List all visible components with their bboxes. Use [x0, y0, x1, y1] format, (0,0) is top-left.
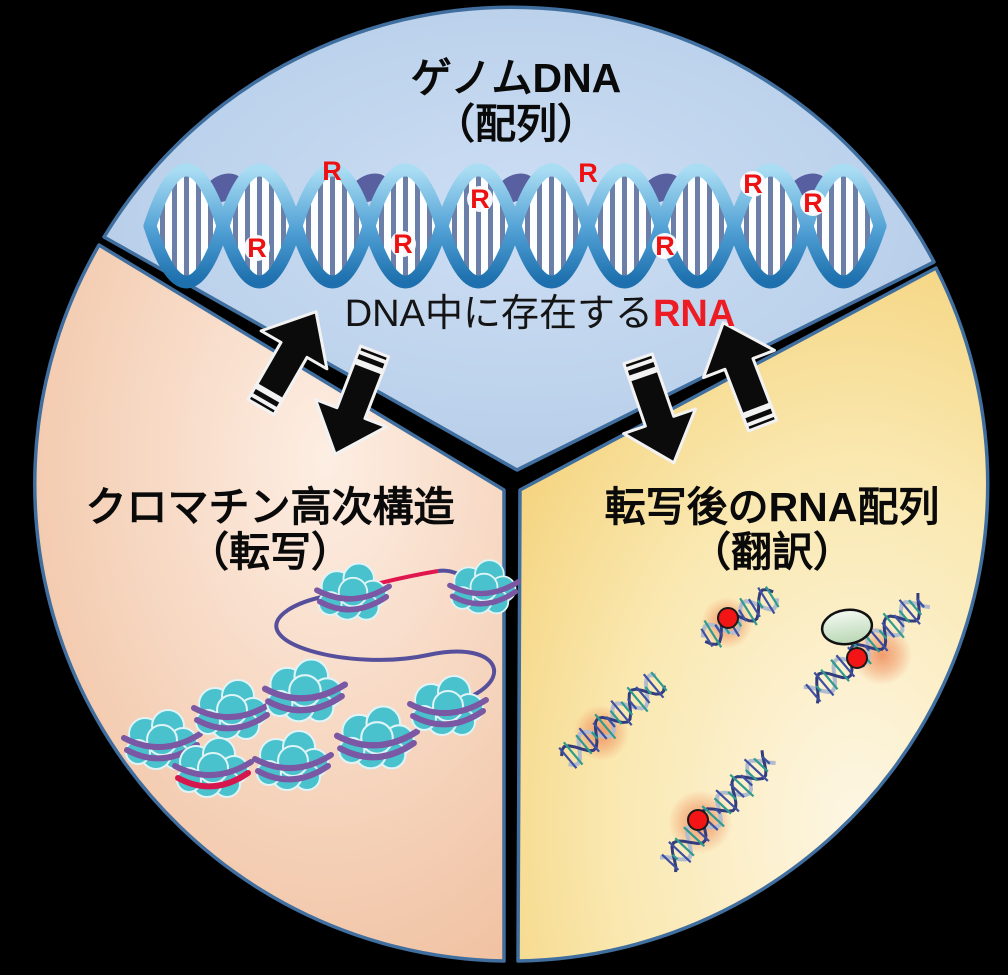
rna-base-tick	[642, 673, 665, 699]
rna-base-tick	[830, 659, 850, 682]
modification-dot	[717, 607, 739, 629]
rna-backbone-dark	[560, 685, 666, 757]
rna-base-tick	[671, 854, 679, 861]
rna-base-tick	[805, 683, 822, 703]
rna-base-tick	[703, 619, 723, 648]
r-marker: R	[655, 231, 675, 261]
rna-base-tick	[882, 612, 905, 639]
rna-base-tick	[558, 746, 578, 769]
rna-base-tick	[650, 671, 668, 692]
rna-strand	[803, 592, 931, 704]
rna-base-tick	[815, 685, 822, 692]
genome-title-line2: （配列）	[434, 101, 598, 147]
genome-caption-rna: RNA	[653, 293, 735, 335]
rna-base-tick	[674, 837, 695, 857]
linker-dna-curve	[274, 591, 497, 707]
rna-base-tick	[626, 686, 649, 713]
r-marker-halo	[800, 190, 826, 216]
rna-base-tick	[916, 597, 925, 608]
r-markers-layer: R R R R R R R R	[244, 156, 826, 263]
genome-caption-prefix: DNA中に存在する	[345, 293, 653, 335]
rna-base-tick	[714, 807, 722, 815]
rna-base-tick	[908, 599, 923, 616]
rna-base-tick	[738, 609, 747, 622]
r-marker-halo	[652, 233, 678, 259]
rna-base-tick	[620, 701, 634, 716]
genome-title-line1: ゲノムDNA	[411, 55, 622, 101]
rna-base-tick	[745, 769, 758, 782]
rna-base-tick	[835, 654, 856, 678]
rna-base-tick	[590, 731, 599, 740]
rna-strand	[558, 671, 668, 769]
chromatin-title-line2: （転写）	[188, 529, 352, 575]
rna-title-line2: （翻訳）	[690, 529, 854, 575]
rna-base-tick	[592, 722, 608, 740]
rna-base-tick	[764, 586, 780, 608]
r-marker-halo	[740, 171, 766, 197]
rna-base-tick	[757, 587, 776, 615]
rna-base-tick	[683, 826, 706, 848]
rna-base-tick	[609, 710, 623, 725]
rna-base-tick	[575, 734, 593, 755]
rna-base-tick	[668, 841, 692, 864]
rna-base-tick	[701, 805, 725, 828]
rna-base-tick	[740, 774, 753, 787]
rna-title-line1: 転写後のRNA配列	[605, 484, 940, 530]
r-marker-halo	[390, 231, 416, 257]
rna-base-tick	[863, 644, 870, 652]
rna-base-tick	[898, 599, 921, 625]
rna-base-tick	[562, 741, 584, 766]
rna-base-tick	[578, 727, 600, 753]
rna-base-tick	[878, 629, 888, 640]
modification-dot	[687, 809, 709, 831]
r-marker: R	[247, 233, 267, 263]
rna-strand	[659, 750, 776, 873]
rna-base-tick	[635, 686, 651, 704]
rna-base-tick	[813, 671, 835, 697]
r-marker: R	[470, 184, 490, 214]
rna-base-tick	[661, 853, 680, 871]
r-marker-halo	[244, 235, 270, 261]
rna-base-tick	[715, 789, 740, 813]
ribosome-ellipse	[820, 608, 874, 646]
r-marker: R	[743, 169, 763, 199]
rna-base-tick	[864, 634, 881, 653]
rna-base-tick	[747, 598, 761, 618]
rna-base-tick	[594, 713, 617, 740]
rna-base-tick	[753, 757, 769, 773]
r-marker: R	[393, 229, 413, 259]
rna-base-tick	[739, 597, 758, 626]
rna-backbone-dark	[704, 588, 774, 646]
rna-base-tick	[627, 698, 638, 710]
rna-base-tick	[610, 700, 633, 726]
rna-base-tick	[714, 624, 724, 637]
rna-base-tick	[713, 797, 732, 815]
rna-strands-illustration	[558, 586, 931, 873]
rna-base-tick	[644, 686, 652, 695]
modification-dot	[846, 647, 868, 669]
rna-base-tick	[881, 621, 896, 638]
rna-base-tick	[820, 668, 839, 690]
sector-chromatin	[33, 243, 506, 963]
rna-base-tick	[729, 783, 745, 798]
rna-base-tick	[727, 791, 738, 801]
rna-base-tick	[700, 628, 714, 648]
chromatin-title-line1: クロマチン高次構造	[86, 484, 455, 530]
r-marker: R	[578, 158, 598, 188]
r-marker: R	[322, 156, 342, 186]
r-marker: R	[803, 188, 823, 218]
rna-base-tick	[760, 755, 771, 765]
chromatin-illustration	[124, 560, 518, 797]
rna-base-tick	[757, 599, 764, 609]
rna-base-tick	[743, 758, 769, 782]
rna-base-tick	[893, 614, 905, 628]
rna-base-tick	[729, 773, 755, 798]
dna-double-helix-illustration	[143, 163, 887, 289]
rna-base-tick	[605, 716, 616, 728]
rna-base-tick	[898, 609, 911, 624]
r-marker-halo	[467, 186, 493, 212]
genome-caption: DNA中に存在するRNA	[345, 293, 736, 335]
